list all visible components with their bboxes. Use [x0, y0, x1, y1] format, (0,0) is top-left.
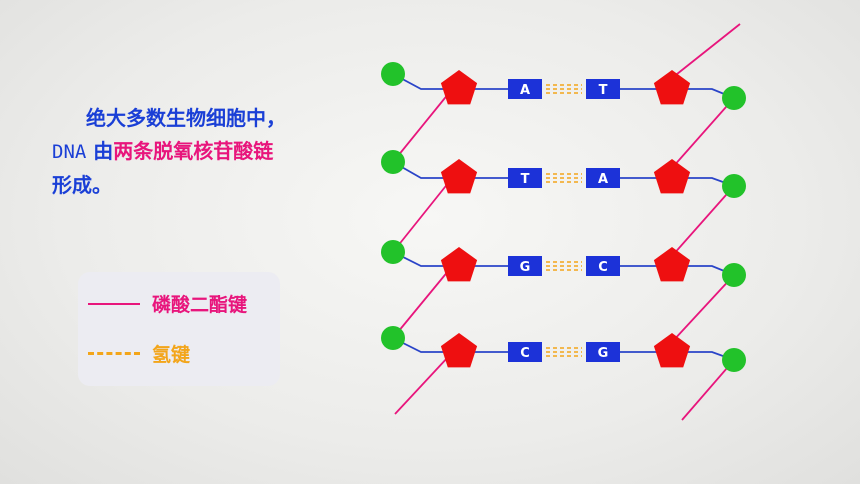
phosphate-circle — [722, 86, 746, 110]
base-label: C — [598, 260, 608, 275]
deoxyribose-pentagon — [440, 159, 478, 194]
dna-term: DNA — [52, 141, 87, 163]
base-box — [586, 168, 620, 188]
legend-label-phosphodiester: 磷酸二酯键 — [152, 294, 248, 316]
intro-line-3: 形成。 — [52, 173, 112, 197]
backbone-line — [394, 355, 450, 415]
backbone-line — [681, 359, 735, 421]
legend-item-phosphodiester: 磷酸二酯键 — [88, 290, 247, 317]
base-box — [508, 79, 542, 99]
base-label: A — [598, 172, 608, 187]
base-label: C — [520, 346, 530, 361]
intro-text: 绝大多数生物细胞中， DNA 由两条脱氧核苷酸链 形成。 — [52, 102, 362, 202]
phosphate-circle — [381, 62, 405, 86]
legend-box: 磷酸二酯键 氢键 — [78, 272, 280, 386]
base-label: G — [598, 346, 609, 361]
intro-line-1: 绝大多数生物细胞中， — [86, 106, 286, 130]
base-label: T — [599, 83, 608, 98]
backbone-line — [671, 185, 735, 257]
deoxyribose-pentagon — [653, 247, 691, 282]
base-label: A — [520, 83, 530, 98]
intro-mid: 由 — [86, 139, 114, 163]
phosphate-circle — [722, 174, 746, 198]
base-label: G — [520, 260, 531, 275]
base-box — [586, 342, 620, 362]
two-strands-highlight: 两条脱氧核苷酸链 — [113, 139, 274, 163]
backbone-line — [392, 92, 450, 163]
legend-label-hydrogen: 氢键 — [152, 344, 191, 366]
deoxyribose-pentagon — [440, 70, 478, 105]
phosphate-circle — [381, 150, 405, 174]
legend-item-hydrogen: 氢键 — [88, 340, 190, 367]
deoxyribose-pentagon — [653, 70, 691, 105]
deoxyribose-pentagon — [440, 333, 478, 368]
base-box — [586, 256, 620, 276]
deoxyribose-pentagon — [440, 247, 478, 282]
backbone-line — [671, 97, 735, 169]
base-box — [508, 342, 542, 362]
backbone-line — [392, 181, 450, 253]
base-label: T — [521, 172, 530, 187]
backbone-line — [392, 269, 450, 339]
backbone-line — [671, 274, 735, 343]
phosphate-circle — [381, 240, 405, 264]
base-box — [508, 168, 542, 188]
base-box — [508, 256, 542, 276]
base-box — [586, 79, 620, 99]
phosphate-circle — [722, 348, 746, 372]
deoxyribose-pentagon — [653, 333, 691, 368]
dashed-line-icon — [88, 352, 140, 355]
phosphate-circle — [722, 263, 746, 287]
deoxyribose-pentagon — [653, 159, 691, 194]
phosphate-circle — [381, 326, 405, 350]
backbone-line — [671, 23, 741, 79]
solid-line-icon — [88, 302, 140, 305]
